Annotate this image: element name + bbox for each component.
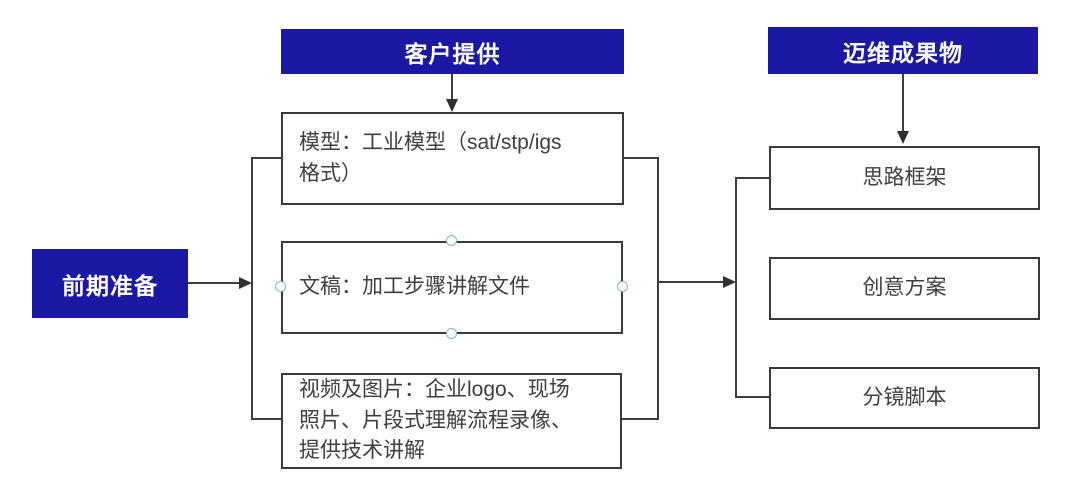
client-header-arrow-line <box>451 74 453 100</box>
left-bracket-vertical-line <box>251 157 253 420</box>
start-node-label: 前期准备 <box>62 272 158 299</box>
start-arrowhead-icon <box>239 277 252 289</box>
selection-handle-top[interactable] <box>446 235 457 246</box>
output-header-arrowhead-icon <box>897 131 909 144</box>
output-box-creative-plan[interactable]: 创意方案 <box>769 257 1040 320</box>
output-column-header-label: 迈维成果物 <box>843 39 963 66</box>
client-box-model-text: 模型：工业模型（sat/stp/igs 格式） <box>299 131 562 185</box>
selection-handle-right[interactable] <box>617 281 628 292</box>
output-header-arrow-line <box>902 74 904 132</box>
selection-handle-bottom[interactable] <box>446 328 457 339</box>
output-box-storyboard[interactable]: 分镜脚本 <box>769 367 1040 429</box>
client-box-document[interactable]: 文稿：加工步骤讲解文件 <box>281 241 623 334</box>
output-box-framework-text: 思路框架 <box>862 165 947 189</box>
output-bracket-vertical-line <box>735 177 737 398</box>
column-link-arrow-line <box>658 281 724 283</box>
client-box-media-text: 视频及图片：企业logo、现场 照片、片段式理解流程录像、 提供技术讲解 <box>299 378 572 463</box>
column-link-arrowhead-icon <box>723 276 736 288</box>
client-header-arrowhead-icon <box>446 99 458 112</box>
output-box-creative-plan-text: 创意方案 <box>862 276 947 300</box>
output-column-header[interactable]: 迈维成果物 <box>768 27 1038 74</box>
output-box-storyboard-text: 分镜脚本 <box>862 385 947 409</box>
client-right-bracket-vertical-line <box>657 157 659 420</box>
output-bracket-top-line <box>735 177 769 179</box>
output-box-framework[interactable]: 思路框架 <box>769 146 1040 210</box>
client-box-model[interactable]: 模型：工业模型（sat/stp/igs 格式） <box>281 112 624 205</box>
start-node-preparation[interactable]: 前期准备 <box>32 249 188 318</box>
client-column-header-label: 客户提供 <box>404 40 501 67</box>
client-right-bracket-top-line <box>624 157 658 159</box>
client-box-media[interactable]: 视频及图片：企业logo、现场 照片、片段式理解流程录像、 提供技术讲解 <box>281 373 622 469</box>
left-bracket-top-line <box>251 157 281 159</box>
left-bracket-bottom-line <box>251 418 281 420</box>
output-bracket-bottom-line <box>735 396 770 398</box>
client-column-header[interactable]: 客户提供 <box>281 29 624 74</box>
client-box-document-text: 文稿：加工步骤讲解文件 <box>299 275 530 299</box>
client-right-bracket-bottom-line <box>622 418 658 420</box>
start-arrow-line <box>188 282 240 284</box>
selection-handle-left[interactable] <box>275 281 286 292</box>
